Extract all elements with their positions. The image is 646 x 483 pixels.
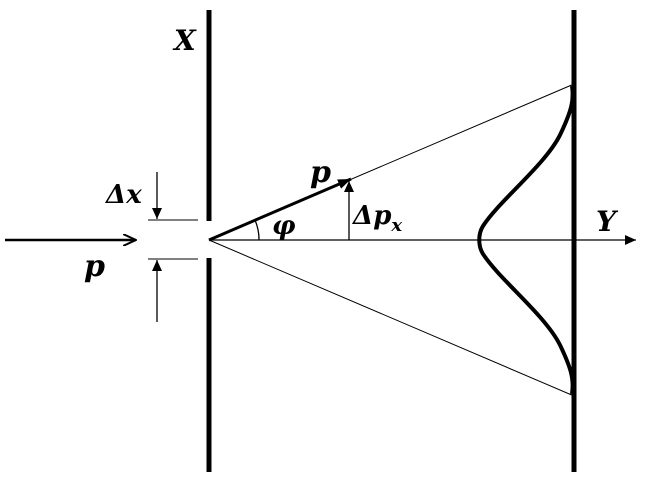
momentum-change-label: Δpx: [351, 201, 402, 236]
slit-width-delta: Δ: [104, 180, 126, 210]
screen-x-label: X: [172, 24, 197, 57]
incident-momentum-label: p: [84, 249, 105, 284]
screen-y-label: Y: [596, 205, 619, 238]
deflected-momentum-arrow: [208, 177, 352, 242]
angle-label: φ: [272, 211, 296, 241]
momentum-change-delta: Δ: [351, 201, 373, 231]
cone-lower-edge: [208, 239, 575, 397]
slit-width-var: x: [125, 180, 142, 210]
deflected-momentum-label: p: [310, 155, 331, 190]
intensity-curve: [477, 85, 575, 395]
slit-width-label: Δx: [104, 180, 142, 210]
momentum-change-var: p: [373, 201, 391, 231]
momentum-change-subscript: x: [390, 215, 402, 236]
angle-arc: [254, 219, 260, 241]
